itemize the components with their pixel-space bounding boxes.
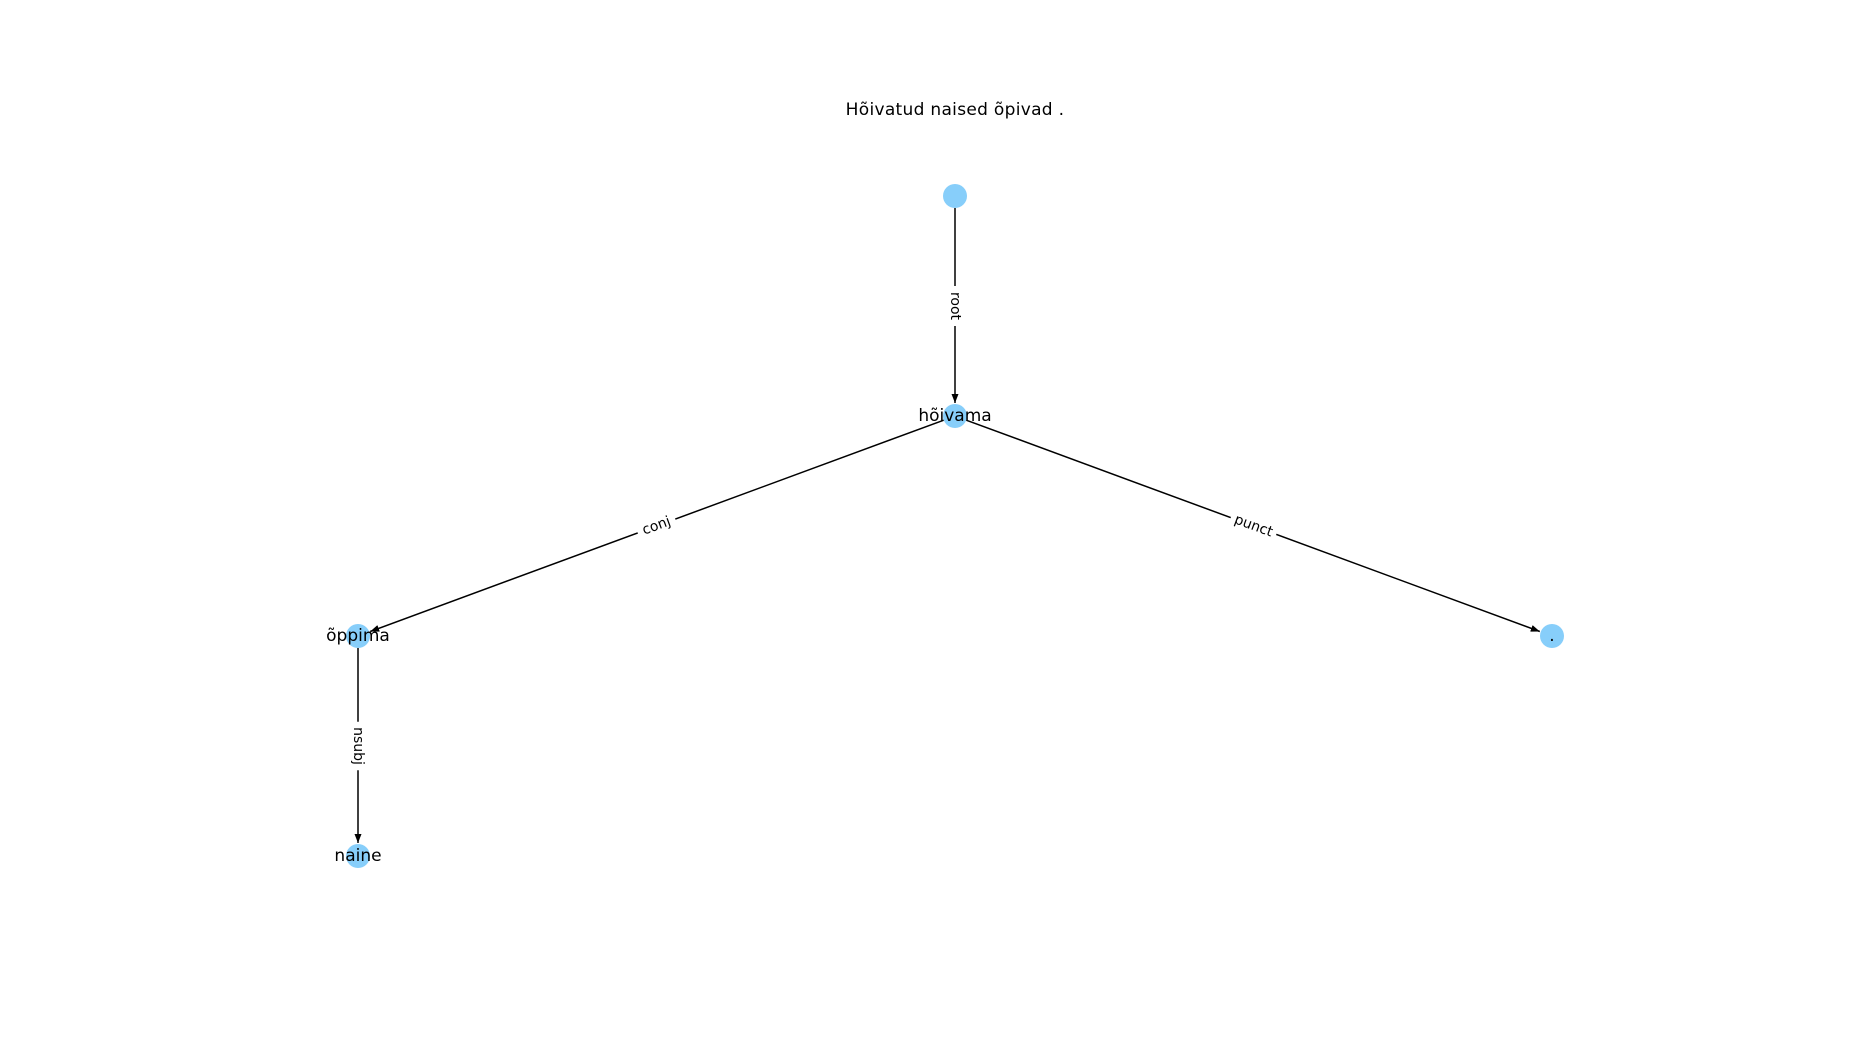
nodes-layer bbox=[346, 184, 1564, 868]
node-labels-layer: hõivama õppima. naine bbox=[326, 406, 1555, 866]
node-naine bbox=[346, 844, 370, 868]
edge-label-background bbox=[1227, 509, 1280, 543]
node-oppima bbox=[346, 624, 370, 648]
edge-label-background bbox=[946, 286, 964, 326]
node-label-punct: . bbox=[1549, 626, 1554, 646]
edge-label-group-nsubj: nsubj bbox=[349, 721, 367, 771]
node-label-hoivama: hõivama bbox=[918, 406, 991, 426]
node-punct bbox=[1540, 624, 1564, 648]
edge-label-root: root bbox=[947, 292, 963, 321]
edge-label-background bbox=[349, 721, 367, 771]
edge-labels-layer: root conj punct nsubj bbox=[349, 286, 1280, 771]
node-root bbox=[943, 184, 967, 208]
node-label-naine: naine bbox=[334, 846, 381, 866]
edge-label-group-conj: conj bbox=[634, 510, 679, 542]
edge-label-group-root: root bbox=[946, 286, 964, 326]
node-label-oppima: õppima bbox=[326, 626, 390, 646]
diagram-title: Hõivatud naised õpivad . bbox=[845, 100, 1065, 120]
edge-label-punct: punct bbox=[1232, 512, 1275, 541]
edge-label-nsubj: nsubj bbox=[350, 727, 366, 765]
node-hoivama bbox=[943, 404, 967, 428]
edge-label-background bbox=[634, 510, 679, 542]
edge-label-group-punct: punct bbox=[1227, 509, 1280, 543]
